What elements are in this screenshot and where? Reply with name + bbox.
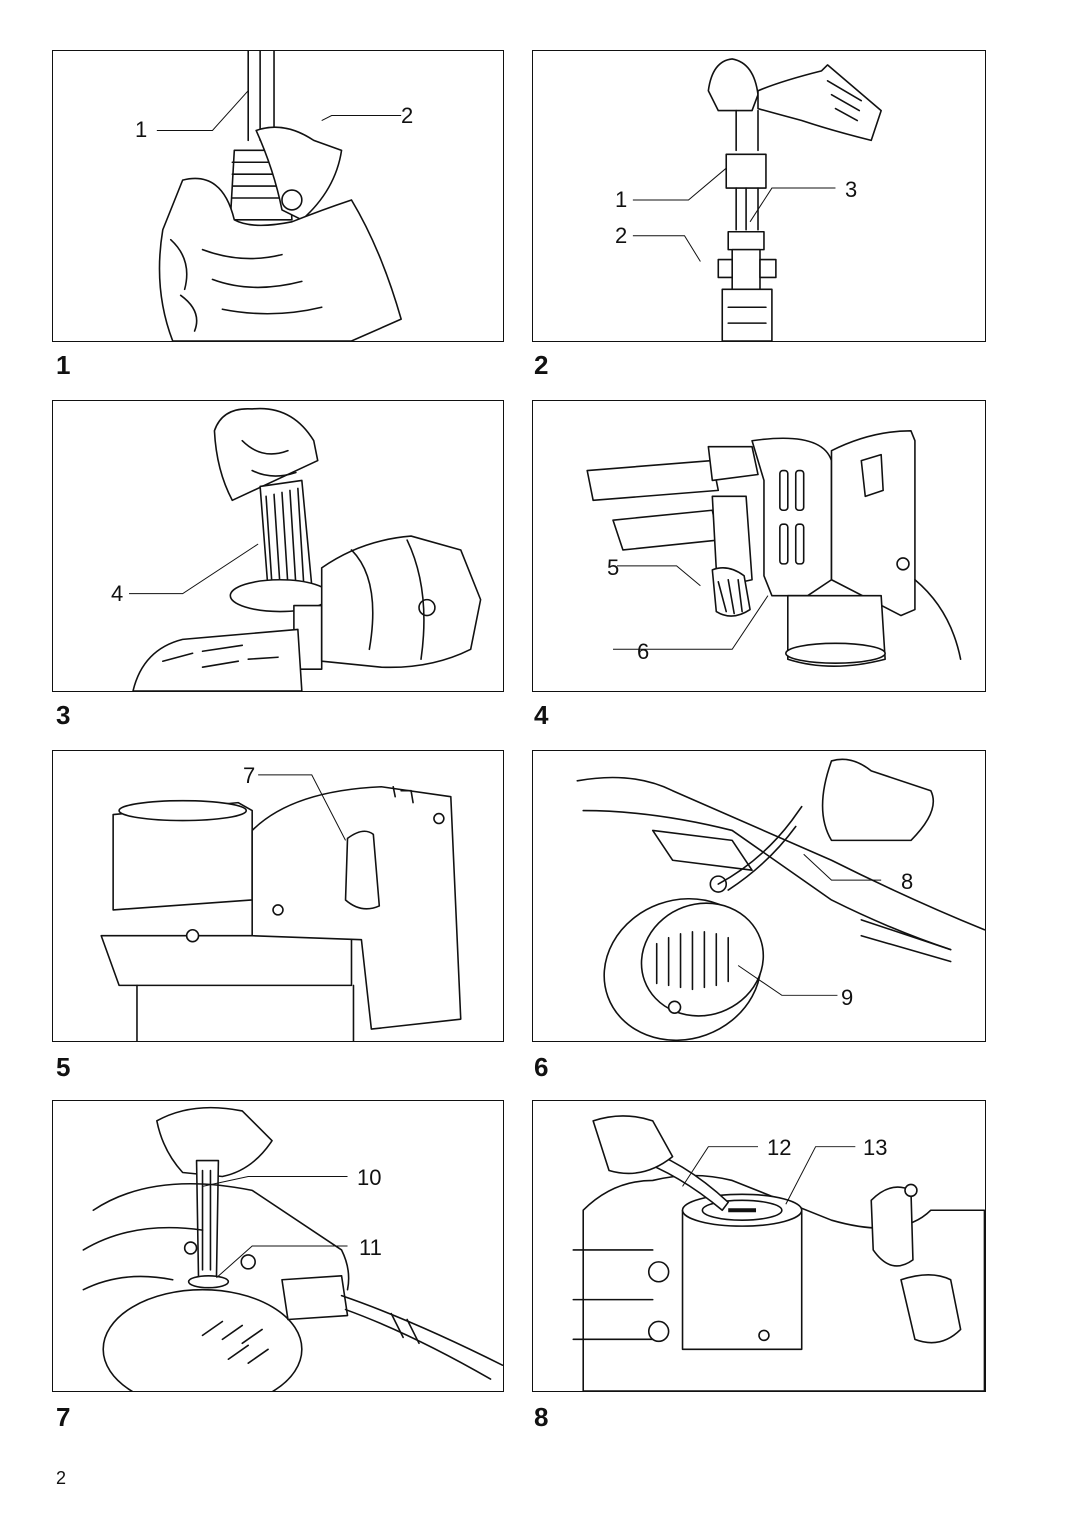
callout-label: 1 xyxy=(135,117,148,142)
grease-cap-drawing xyxy=(572,1115,985,1391)
callout-label: 10 xyxy=(357,1165,382,1190)
figure-number: 8 xyxy=(534,1402,549,1432)
chuck-cover-drawing xyxy=(586,430,962,667)
callout-label: 2 xyxy=(401,103,414,128)
figure-number: 6 xyxy=(534,1052,549,1082)
callout-label: 9 xyxy=(841,985,854,1010)
figure-3-illustration: 4 xyxy=(52,400,504,692)
callout-label: 3 xyxy=(845,177,858,202)
figure-number: 4 xyxy=(534,700,549,730)
page-number: 2 xyxy=(56,1468,67,1488)
callout-label: 2 xyxy=(615,223,628,248)
callout-label: 5 xyxy=(607,555,620,580)
figure-5-illustration: 7 xyxy=(52,750,504,1042)
figure-6-illustration: 8 9 xyxy=(532,750,986,1042)
callout-label: 6 xyxy=(637,639,650,664)
figure-number: 2 xyxy=(534,350,549,380)
figure-8-illustration: 12 13 xyxy=(532,1100,986,1392)
side-grip-drawing xyxy=(129,407,482,691)
bit-insertion-drawing xyxy=(156,51,402,341)
callout-label: 1 xyxy=(615,187,628,212)
brush-holder-drawing xyxy=(82,1106,503,1391)
figure-number: 7 xyxy=(56,1402,71,1432)
callout-label: 4 xyxy=(111,581,124,606)
bit-removal-drawing xyxy=(632,58,882,341)
figure-4-illustration: 5 6 xyxy=(532,400,986,692)
figure-number: 3 xyxy=(56,700,71,730)
figure-number: 1 xyxy=(56,350,71,380)
callout-label: 11 xyxy=(359,1235,382,1260)
switch-lever-drawing xyxy=(100,774,462,1041)
callout-label: 12 xyxy=(767,1135,792,1160)
callout-label: 8 xyxy=(901,869,914,894)
figure-number: 5 xyxy=(56,1052,71,1082)
figure-7-illustration: 10 11 xyxy=(52,1100,504,1392)
callout-label: 7 xyxy=(243,763,256,788)
figure-1-illustration: 1 2 xyxy=(52,50,504,342)
end-cap-removal-drawing xyxy=(576,758,985,1041)
figure-2-illustration: 1 3 2 xyxy=(532,50,986,342)
callout-label: 13 xyxy=(863,1135,888,1160)
